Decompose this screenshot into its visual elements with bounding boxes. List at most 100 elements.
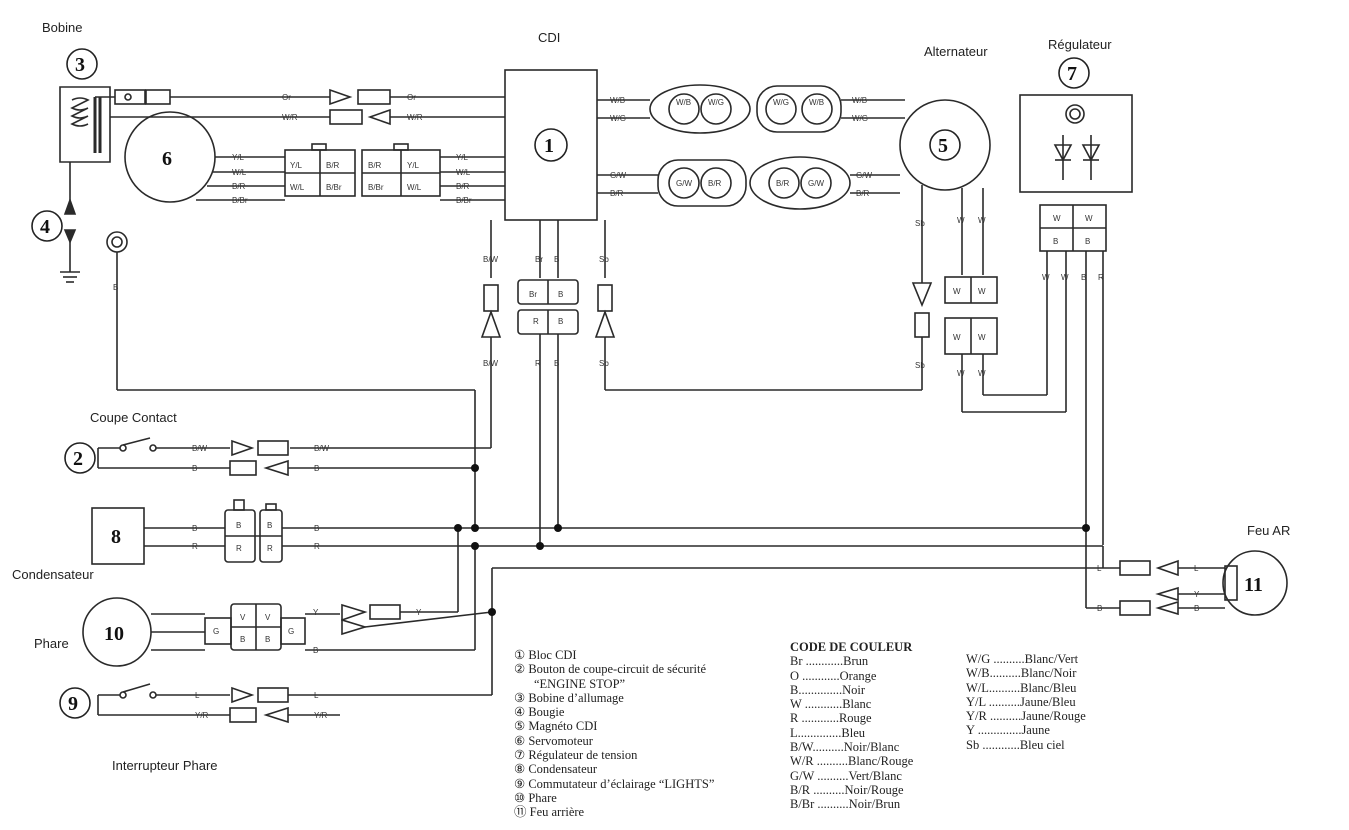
svg-text:Or: Or bbox=[407, 93, 416, 102]
num-2: 2 bbox=[73, 448, 83, 470]
svg-text:L: L bbox=[1097, 564, 1102, 573]
svg-text:B/Br: B/Br bbox=[456, 196, 472, 205]
svg-text:W: W bbox=[1042, 273, 1050, 282]
svg-text:G/W: G/W bbox=[610, 171, 626, 180]
svg-text:B: B bbox=[192, 524, 197, 533]
svg-text:W: W bbox=[957, 216, 965, 225]
svg-text:Y/R: Y/R bbox=[195, 711, 209, 720]
svg-text:B/R: B/R bbox=[232, 182, 246, 191]
legend-item: ② Bouton de coupe-circuit de sécurité bbox=[514, 662, 707, 677]
svg-text:Y/L: Y/L bbox=[232, 153, 245, 162]
label-feu-ar: Feu AR bbox=[1247, 523, 1291, 538]
svg-text:G/W: G/W bbox=[676, 179, 692, 188]
svg-text:W/B: W/B bbox=[809, 98, 824, 107]
svg-text:W: W bbox=[978, 287, 986, 296]
svg-text:B: B bbox=[192, 464, 197, 473]
svg-text:B: B bbox=[554, 255, 559, 264]
connector-alt-r2 bbox=[749, 156, 851, 210]
label-phare: Phare bbox=[34, 636, 69, 651]
svg-text:W/L: W/L bbox=[232, 168, 247, 177]
svg-text:W/B: W/B bbox=[852, 96, 867, 105]
svg-text:L: L bbox=[1194, 564, 1199, 573]
label-interrupteur-phare: Interrupteur Phare bbox=[112, 758, 218, 773]
svg-text:Br: Br bbox=[535, 255, 543, 264]
color-code-item: B..............Noir bbox=[790, 682, 865, 697]
svg-text:L: L bbox=[314, 691, 319, 700]
svg-text:Y/L: Y/L bbox=[407, 161, 420, 170]
svg-text:Y/L: Y/L bbox=[456, 153, 469, 162]
color-code-item: Br ............Brun bbox=[790, 654, 869, 669]
color-code-item: Y/R ..........Jaune/Rouge bbox=[966, 709, 1086, 724]
color-code-item: B/W..........Noir/Blanc bbox=[790, 740, 900, 755]
legend-item: ③ Bobine d’allumage bbox=[514, 690, 624, 705]
svg-text:B/R: B/R bbox=[776, 179, 790, 188]
svg-text:B: B bbox=[240, 635, 245, 644]
svg-text:Or: Or bbox=[282, 93, 291, 102]
svg-text:W/R: W/R bbox=[282, 113, 298, 122]
svg-text:R: R bbox=[192, 542, 198, 551]
svg-text:R: R bbox=[236, 544, 242, 553]
svg-text:W: W bbox=[1053, 214, 1061, 223]
color-code-item: Y/L ..........Jaune/Bleu bbox=[966, 694, 1076, 709]
svg-text:G/W: G/W bbox=[808, 179, 824, 188]
color-code-item: R ............Rouge bbox=[790, 711, 872, 726]
color-code-item: O ............Orange bbox=[790, 668, 877, 683]
color-code-item: W ............Blanc bbox=[790, 697, 872, 712]
tail-light bbox=[1222, 550, 1288, 616]
ignition-coil-body bbox=[59, 86, 111, 163]
svg-text:B/Br: B/Br bbox=[326, 183, 342, 192]
svg-text:R: R bbox=[535, 359, 541, 368]
color-code-item: L..............Bleu bbox=[790, 725, 865, 740]
svg-text:W/G: W/G bbox=[708, 98, 724, 107]
label-alternateur: Alternateur bbox=[924, 44, 988, 59]
color-code-item: W/R ..........Blanc/Rouge bbox=[790, 754, 914, 769]
svg-text:R: R bbox=[314, 542, 320, 551]
color-code-title: CODE DE COULEUR bbox=[790, 640, 913, 654]
legend-item: ⑧ Condensateur bbox=[514, 762, 598, 777]
num-3: 3 bbox=[75, 54, 85, 76]
svg-text:B: B bbox=[313, 646, 318, 655]
legend-item: ⑦ Régulateur de tension bbox=[514, 748, 638, 763]
svg-text:B: B bbox=[1194, 604, 1199, 613]
legend-item: “ENGINE STOP” bbox=[534, 676, 626, 691]
label-condensateur: Condensateur bbox=[12, 567, 94, 582]
svg-text:B: B bbox=[267, 521, 272, 530]
connector-cdi-r2 bbox=[657, 159, 747, 207]
svg-text:W: W bbox=[978, 216, 986, 225]
legend-item: ⑪ Feu arrière bbox=[514, 805, 585, 820]
svg-text:V: V bbox=[240, 613, 246, 622]
svg-text:Sb: Sb bbox=[915, 219, 925, 228]
svg-text:Sb: Sb bbox=[599, 255, 609, 264]
svg-text:Sb: Sb bbox=[599, 359, 609, 368]
spark-plug-symbol bbox=[63, 197, 77, 215]
coil-terminal bbox=[114, 89, 146, 105]
svg-text:B/R: B/R bbox=[708, 179, 722, 188]
num-7: 7 bbox=[1067, 63, 1077, 85]
legend-item: ⑥ Servomoteur bbox=[514, 733, 593, 748]
svg-text:B: B bbox=[314, 464, 319, 473]
svg-text:W/B: W/B bbox=[610, 96, 625, 105]
svg-text:W: W bbox=[1085, 214, 1093, 223]
svg-text:Y: Y bbox=[313, 608, 319, 617]
svg-text:Sb: Sb bbox=[915, 361, 925, 370]
svg-text:R: R bbox=[1098, 273, 1104, 282]
svg-text:W: W bbox=[953, 333, 961, 342]
legend-components: ① Bloc CDI ② Bouton de coupe-circuit de … bbox=[514, 648, 714, 820]
alternator bbox=[899, 99, 991, 191]
label-coupe-contact: Coupe Contact bbox=[90, 410, 177, 425]
label-regulateur: Régulateur bbox=[1048, 37, 1112, 52]
svg-text:B: B bbox=[1053, 237, 1058, 246]
svg-text:G: G bbox=[213, 627, 219, 636]
svg-text:W/G: W/G bbox=[852, 114, 868, 123]
junction-dots bbox=[454, 464, 1090, 616]
svg-text:B/W: B/W bbox=[314, 444, 330, 453]
connector-cdi-r1 bbox=[649, 84, 751, 134]
color-code-item: W/L..........Blanc/Bleu bbox=[966, 680, 1077, 695]
legend-item: ① Bloc CDI bbox=[514, 648, 577, 662]
color-code-item: Y ..............Jaune bbox=[966, 723, 1050, 738]
color-code-item: W/G ..........Blanc/Vert bbox=[966, 652, 1079, 666]
svg-text:Br: Br bbox=[529, 290, 537, 299]
num-8: 8 bbox=[111, 526, 121, 548]
